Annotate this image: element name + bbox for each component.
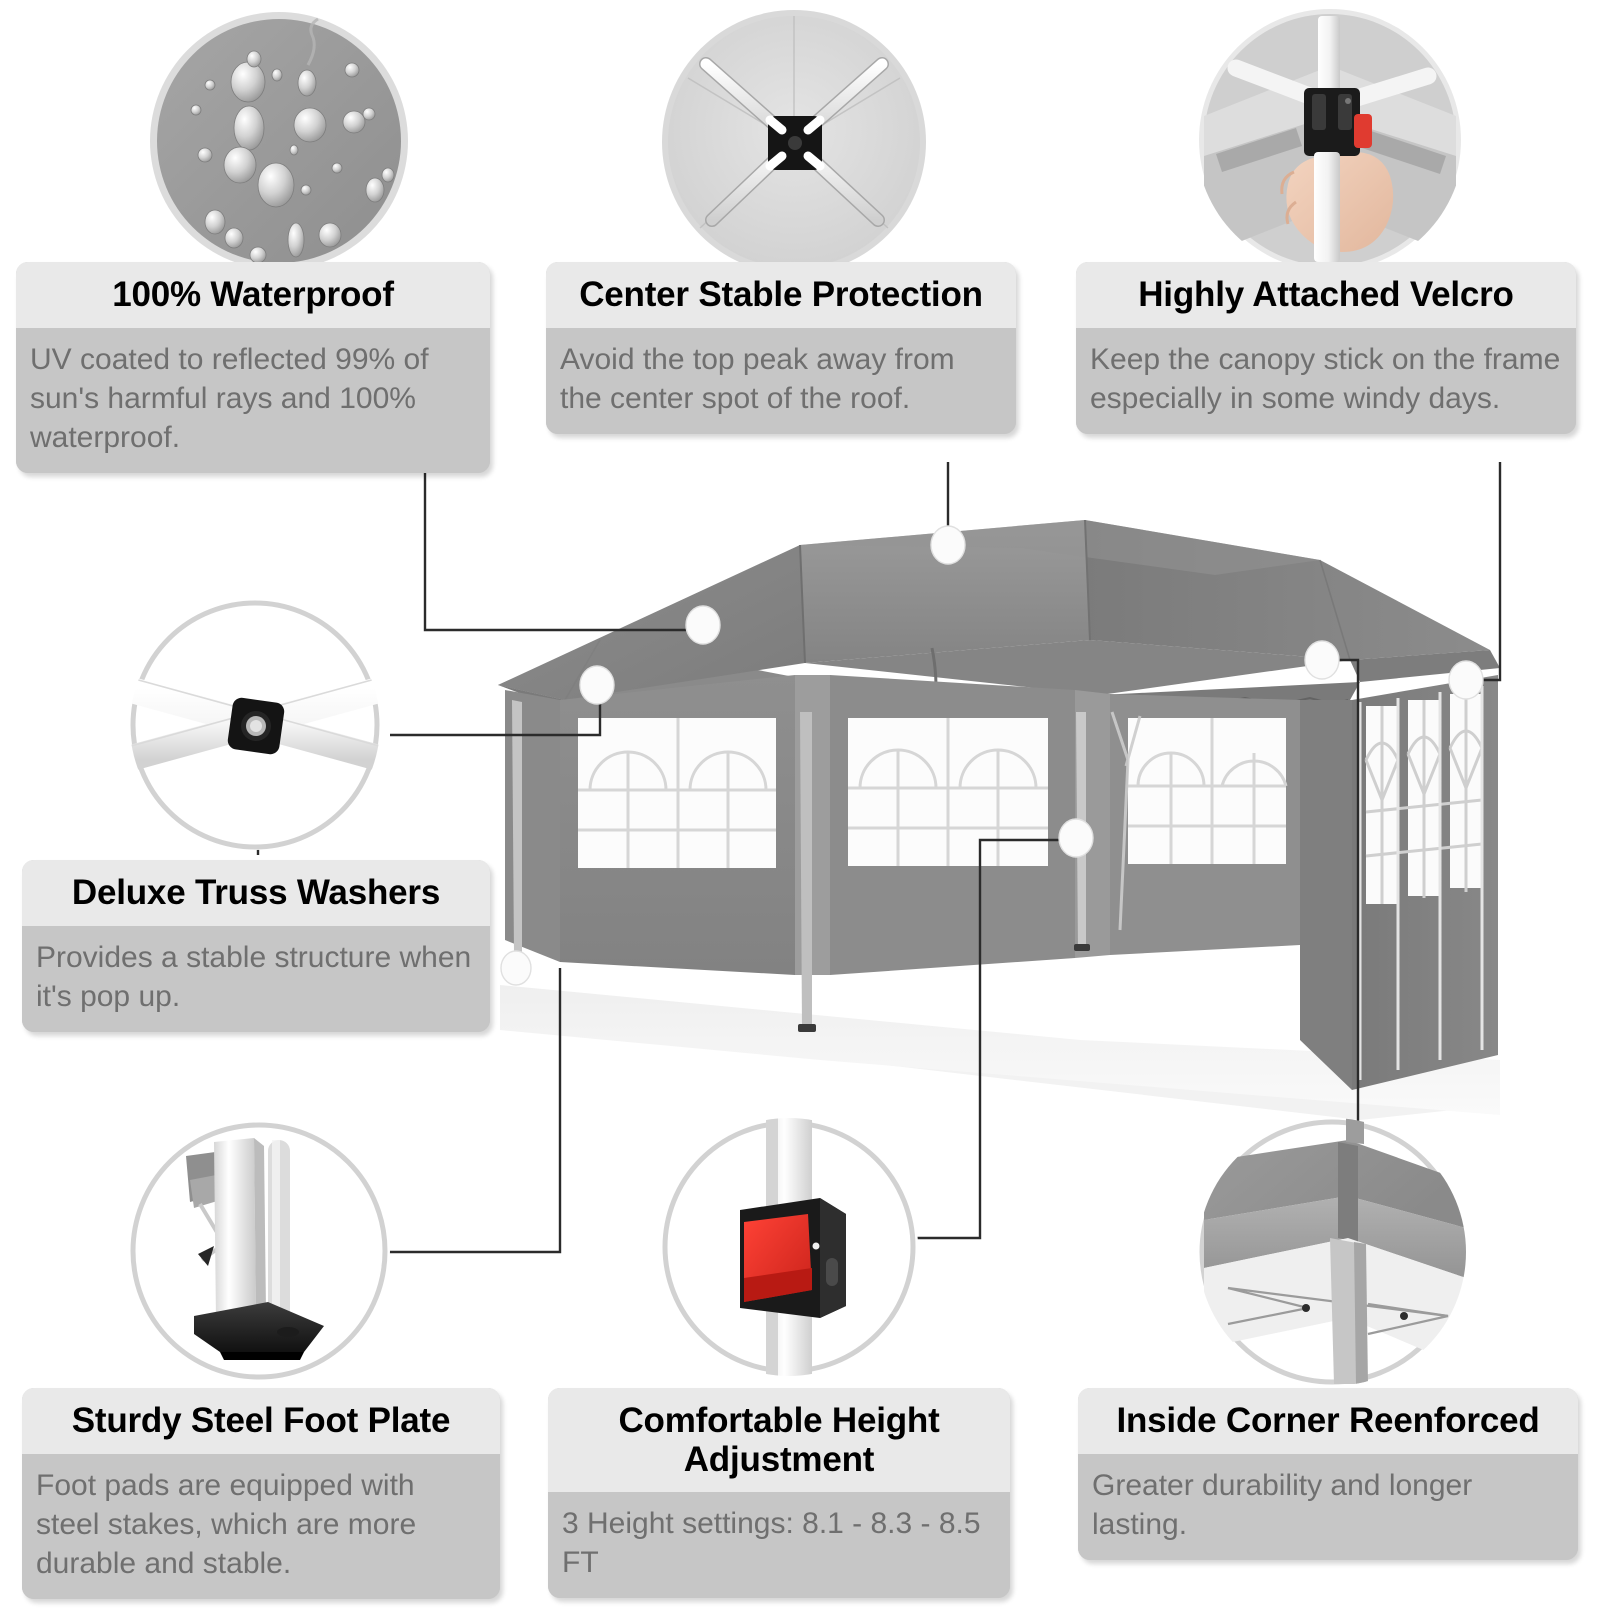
corner-bracket [1304,88,1372,156]
roof-panel-rear-left [800,520,1090,663]
feature-title-waterproof: 100% Waterproof [16,262,490,328]
inside-corner-reinforcement-photo [1198,1118,1466,1386]
callout-dot-center [930,525,966,565]
callout-line-corner [1325,658,1360,1185]
feature-title-height-adjustment: Comfortable Height Adjustment [548,1388,1010,1492]
callout-dot-height [1058,818,1094,858]
water-droplets-on-fabric-photo [148,10,410,272]
feature-card-inside-corner: Inside Corner Reenforced Greater durabil… [1078,1388,1578,1560]
callout-line-footplate [388,968,562,1254]
red-push-button-height-latch-photo [660,1118,918,1376]
callout-line-waterproof [423,462,700,632]
roof-panel-front-right [805,640,1350,695]
feature-card-center-stable: Center Stable Protection Avoid the top p… [546,262,1016,434]
feature-body-inside-corner: Greater durability and longer lasting. [1078,1453,1578,1560]
feature-card-foot-plate: Sturdy Steel Foot Plate Foot pads are eq… [22,1388,500,1599]
callout-dot-velcro [1448,660,1484,700]
feature-title-velcro: Highly Attached Velcro [1076,262,1576,328]
feature-title-truss-washers: Deluxe Truss Washers [22,860,490,926]
center-hub-connector-photo [660,8,928,276]
callout-line-velcro [1470,462,1502,682]
window-group-panel-2 [848,718,1048,866]
truss-washer-crossbar-photo [130,600,380,850]
roof-seam-1 [799,544,806,664]
feature-card-height-adjustment: Comfortable Height Adjustment 3 Height s… [548,1388,1010,1598]
feature-title-center-stable: Center Stable Protection [546,262,1016,328]
foot-pad [194,1302,324,1360]
window-group-panel-1 [578,718,776,868]
roof-panel-right-end [1350,650,1500,682]
callout-dots [500,525,1484,986]
steel-foot-plate-photo [128,1120,390,1382]
roof-seam-3 [564,639,601,701]
feature-title-inside-corner: Inside Corner Reenforced [1078,1388,1578,1454]
callout-dot-footplate [500,950,532,986]
feature-title-foot-plate: Sturdy Steel Foot Plate [22,1388,500,1454]
feature-body-center-stable: Avoid the top peak away from the center … [546,327,1016,434]
feature-card-velcro: Highly Attached Velcro Keep the canopy s… [1076,262,1576,434]
truss-washer-clamp [227,697,285,755]
callout-line-truss [390,687,602,737]
roof-seam-2 [1084,519,1091,641]
callout-dot-truss [579,665,615,705]
callout-dot-waterproof [685,605,721,645]
feature-card-waterproof: 100% Waterproof UV coated to reflected 9… [16,262,490,473]
roof-ridge-band [800,520,1320,575]
roof-panel-front-left [498,545,805,700]
window-group-end-wall [1358,686,1484,1080]
feature-body-height-adjustment: 3 Height settings: 8.1 - 8.3 - 8.5 FT [548,1492,1010,1598]
feature-body-waterproof: UV coated to reflected 99% of sun's harm… [16,327,490,473]
feature-body-truss-washers: Provides a stable structure when it's po… [22,925,490,1032]
hand-holding-corner-bracket-velcro-photo [1196,6,1464,274]
ground-plane [500,985,1500,1115]
wall-corner-drape [1300,700,1352,1090]
feature-body-velcro: Keep the canopy stick on the frame espec… [1076,327,1576,434]
roof-seam-4 [1319,559,1351,661]
callout-dot-corner [1304,640,1340,680]
callout-line-height [910,838,1060,1240]
feature-body-foot-plate: Foot pads are equipped with steel stakes… [22,1453,500,1599]
window-group-panel-3 [1128,718,1288,864]
red-velcro-tab [1354,114,1372,148]
feature-card-truss-washers: Deluxe Truss Washers Provides a stable s… [22,860,490,1032]
interior-frame [1110,711,1142,931]
